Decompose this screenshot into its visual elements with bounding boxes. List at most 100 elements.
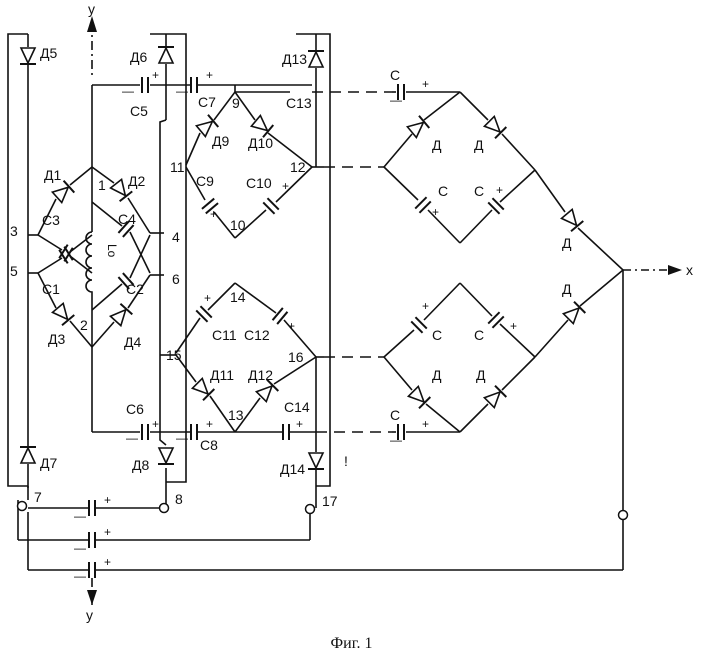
coil-icon <box>86 232 92 300</box>
sign: — <box>74 509 86 523</box>
capacitor-c3-label: C3 <box>42 212 60 228</box>
terminal-8 <box>160 504 169 513</box>
capacitor-c13-label: C13 <box>286 95 312 111</box>
y-axis-top <box>87 16 97 78</box>
capacitor-c-r1-label: C <box>390 67 400 83</box>
terminal-x <box>619 511 628 520</box>
diode-d1-label: Д1 <box>44 167 61 183</box>
node-11-label: 11 <box>170 159 185 175</box>
capacitor-c11-label: C11 <box>212 327 237 343</box>
capacitor-c10-label: C10 <box>246 175 272 191</box>
diode-d-r6-label: Д <box>562 281 572 297</box>
capacitor-c14-label: C14 <box>284 399 310 415</box>
capacitor-c-r3-label: C <box>474 183 484 199</box>
node-2-label: 2 <box>80 317 88 333</box>
coil-label: Lo <box>105 244 119 258</box>
diode-d-r2-label: Д <box>474 137 484 153</box>
capacitor-c4-label: C4 <box>118 211 136 227</box>
terminal-7 <box>18 502 27 511</box>
capacitor-c1-label: C1 <box>42 281 60 297</box>
diode-d6-label: Д6 <box>130 49 147 65</box>
node-9-label: 9 <box>232 95 240 111</box>
sign: + <box>282 179 289 193</box>
sign: — <box>126 431 138 445</box>
node-13-label: 13 <box>228 407 244 423</box>
diode-d8-label: Д8 <box>132 457 149 473</box>
diode-d13-label: Д13 <box>282 51 307 67</box>
node-4-label: 4 <box>172 229 180 245</box>
capacitor-c7-label: C7 <box>198 94 216 110</box>
y-axis-bottom <box>87 578 97 605</box>
node-8-label: 8 <box>175 491 183 507</box>
x-output-label: x <box>686 262 693 278</box>
node-10-label: 10 <box>230 217 246 233</box>
sign: — <box>74 569 86 583</box>
y-axis-top-label: y <box>88 1 95 17</box>
node-6-label: 6 <box>172 271 180 287</box>
sign: — <box>390 433 402 447</box>
diode-d14-label: Д14 <box>280 461 305 477</box>
sign: + <box>496 183 503 197</box>
figure-caption: Фиг. 1 <box>0 635 703 653</box>
capacitor-c-r5-label: C <box>474 327 484 343</box>
diode-d-r1-label: Д <box>432 137 442 153</box>
sign: + <box>206 417 213 431</box>
diode-d6-icon <box>158 47 174 63</box>
x-output <box>623 265 682 510</box>
diode-d7-label: Д7 <box>40 455 57 471</box>
node-17-label: 17 <box>322 493 338 509</box>
capacitor-c14-icon <box>283 424 289 440</box>
sign: — <box>176 84 188 98</box>
node-1-label: 1 <box>98 177 106 193</box>
sign: + <box>152 68 159 82</box>
terminal-17 <box>306 505 315 514</box>
sign: + <box>296 417 303 431</box>
diode-d11-label: Д11 <box>210 367 234 383</box>
capacitor-c2-label: C2 <box>126 281 144 297</box>
capacitor-c8-label: C8 <box>200 437 218 453</box>
capacitor-bank-3-icon <box>89 562 95 578</box>
sign: + <box>288 319 295 333</box>
node-12-label: 12 <box>290 159 306 175</box>
diode-d-r3-label: Д <box>432 367 442 383</box>
node-5-label: 5 <box>10 263 18 279</box>
sign: — <box>176 431 188 445</box>
capacitor-c9-label: C9 <box>196 173 214 189</box>
node-7-label: 7 <box>34 489 42 505</box>
sign: + <box>422 77 429 91</box>
diode-d-r5-label: Д <box>562 235 572 251</box>
sign: + <box>104 493 111 507</box>
left-bridge <box>38 85 164 432</box>
sign: + <box>422 299 429 313</box>
capacitor-bank-2-icon <box>89 532 95 548</box>
sign: + <box>204 291 211 305</box>
diode-d4-label: Д4 <box>124 334 141 350</box>
stray-mark: ! <box>344 453 348 469</box>
sign: — <box>74 541 86 555</box>
sign: + <box>432 205 439 219</box>
sign: + <box>104 525 111 539</box>
capacitor-c7-icon <box>191 77 197 93</box>
node-3-label: 3 <box>10 223 18 239</box>
capacitor-c-r4-label: C <box>432 327 442 343</box>
capacitor-c-r2-label: C <box>438 183 448 199</box>
sign: — <box>122 84 134 98</box>
capacitor-c5-icon <box>142 77 148 93</box>
node-14-label: 14 <box>230 289 246 305</box>
capacitor-c6-label: C6 <box>126 401 144 417</box>
sign: + <box>104 555 111 569</box>
sign: + <box>206 68 213 82</box>
diode-d7-icon <box>20 447 36 463</box>
diode-d2-label: Д2 <box>128 173 145 189</box>
outer-left-bus <box>8 34 28 488</box>
diode-d5-icon <box>20 48 36 64</box>
diode-d8-icon <box>158 448 174 464</box>
y-axis-bottom-label: y <box>86 607 93 623</box>
capacitor-c12-label: C12 <box>244 327 270 343</box>
capacitor-c8-icon <box>191 424 197 440</box>
sign: + <box>422 417 429 431</box>
sign: + <box>510 319 517 333</box>
capacitor-c5-label: C5 <box>130 103 148 119</box>
capacitor-bank-1-icon <box>89 500 95 516</box>
